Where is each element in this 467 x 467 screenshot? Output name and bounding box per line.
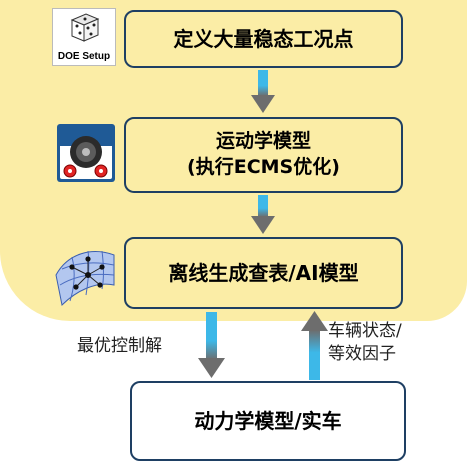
step1-text: 定义大量稳态工况点 [173, 26, 354, 51]
step2-subtitle: (执行ECMS优化) [187, 156, 340, 178]
vehicle-state-line1: 车辆状态/ [328, 321, 402, 341]
doe-setup-icon: DOE Setup [52, 8, 116, 66]
motor-model-icon [57, 124, 115, 182]
step2-title: 运动学模型 [215, 130, 311, 153]
arrow-step2-to-step3 [251, 195, 275, 234]
arrow-vehicle-to-lookup [301, 311, 328, 380]
vehicle-state-label: 车辆状态/ 等效因子 [328, 320, 402, 366]
doe-setup-label: DOE Setup [58, 51, 110, 62]
step-offline-lookup-ai-model: 离线生成查表/AI模型 [124, 237, 403, 309]
step-define-operating-points: 定义大量稳态工况点 [124, 10, 403, 68]
arrow-step1-to-step2 [251, 70, 275, 113]
arrow-lookup-to-vehicle [198, 312, 225, 378]
step4-text: 动力学模型/实车 [194, 408, 342, 433]
step-kinematic-model: 运动学模型 (执行ECMS优化) [124, 117, 403, 193]
neural-network-surface-icon [52, 245, 120, 307]
optimal-control-label: 最优控制解 [77, 336, 162, 356]
step3-text: 离线生成查表/AI模型 [168, 260, 359, 285]
vehicle-state-line2: 等效因子 [328, 343, 396, 364]
step-dynamic-model-vehicle: 动力学模型/实车 [130, 381, 406, 461]
